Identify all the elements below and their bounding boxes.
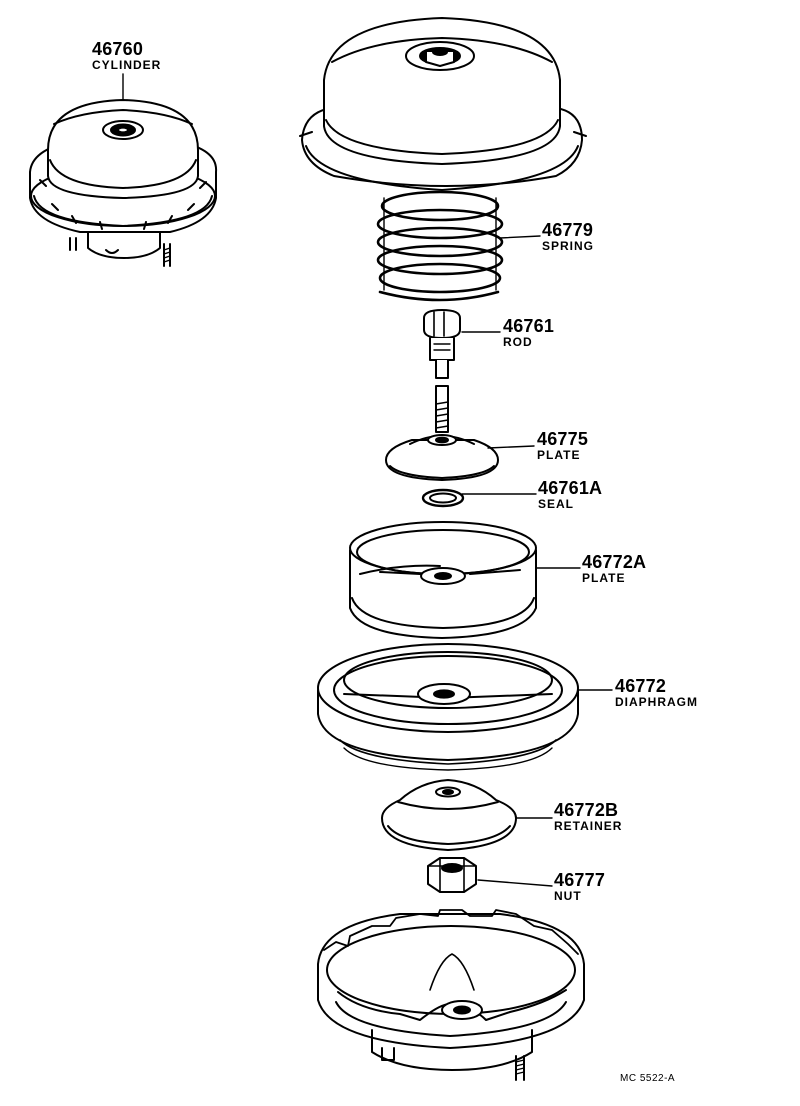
- cylinder-assembly-drawing: [29, 99, 218, 267]
- drawing-reference: MC 5522-A: [620, 1073, 676, 1084]
- nut-drawing: [427, 857, 477, 893]
- part-name: PLATE: [537, 448, 581, 462]
- leader-lines: [122, 73, 613, 887]
- part-number: 46761A: [538, 478, 603, 498]
- part-name: SPRING: [542, 239, 595, 253]
- callout-cylinder: 46760 CYLINDER: [92, 40, 161, 71]
- diaphragm-drawing: [317, 643, 579, 771]
- part-number: 46772: [615, 676, 667, 696]
- leader-nut: [477, 879, 553, 887]
- rod-drawing: [423, 309, 461, 433]
- part-name: SEAL: [538, 497, 575, 511]
- part-number: 46779: [542, 220, 594, 240]
- callout-retainer: 46772B RETAINER: [554, 801, 622, 832]
- callout-plate-a: 46772A PLATE: [582, 553, 646, 584]
- part-number: 46772A: [582, 552, 647, 572]
- leader-plate: [487, 445, 535, 449]
- part-number: 46775: [537, 429, 589, 449]
- callout-seal: 46761A SEAL: [538, 479, 602, 510]
- callout-diaphragm: 46772 DIAPHRAGM: [615, 677, 698, 708]
- upper-cylinder-drawing: [299, 17, 587, 191]
- lower-housing-drawing: [317, 909, 585, 1081]
- callout-rod: 46761 ROD: [503, 317, 554, 348]
- seal-drawing: [421, 488, 465, 508]
- callout-nut: 46777 NUT: [554, 871, 605, 902]
- spring-drawing: [376, 190, 504, 302]
- part-number: 46760: [92, 39, 144, 59]
- callout-plate: 46775 PLATE: [537, 430, 588, 461]
- plate-drawing: [385, 434, 499, 481]
- part-name: RETAINER: [554, 819, 623, 833]
- part-name: DIAPHRAGM: [615, 695, 698, 709]
- part-number: 46777: [554, 870, 606, 890]
- part-number: 46761: [503, 316, 555, 336]
- part-name: CYLINDER: [92, 58, 162, 72]
- part-name: PLATE: [582, 571, 626, 585]
- retainer-drawing: [381, 779, 517, 851]
- part-name: NUT: [554, 889, 582, 903]
- part-number: 46772B: [554, 800, 619, 820]
- plate-a-drawing: [349, 521, 537, 639]
- leader-spring: [499, 235, 541, 239]
- part-name: ROD: [503, 335, 533, 349]
- callout-spring: 46779 SPRING: [542, 221, 594, 252]
